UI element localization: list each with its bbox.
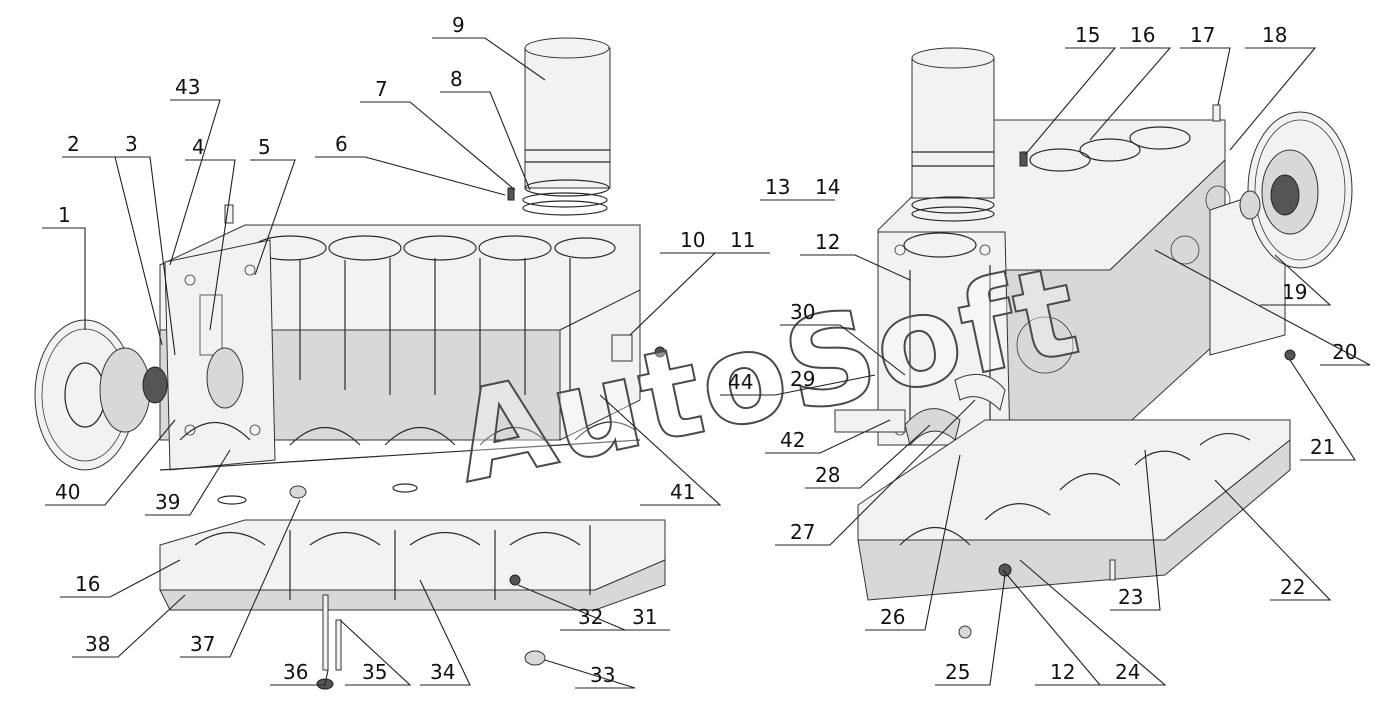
pin-6 — [507, 187, 515, 201]
callout-24: 24 — [1115, 660, 1140, 684]
cylinder-liner-right — [911, 47, 995, 222]
callout-29: 29 — [790, 367, 815, 391]
callout-41: 41 — [670, 480, 695, 504]
callout-40: 40 — [55, 480, 80, 504]
callout-44: 44 — [728, 370, 753, 394]
callout-15: 15 — [1075, 23, 1100, 47]
callout-2: 2 — [67, 132, 80, 156]
callout-18: 18 — [1262, 23, 1287, 47]
callout-10: 10 — [680, 228, 705, 252]
bolt-head-left — [289, 485, 307, 499]
callout-38: 38 — [85, 632, 110, 656]
plug-11 — [654, 346, 666, 358]
callout-34: 34 — [430, 660, 455, 684]
callout-11: 11 — [730, 228, 755, 252]
callout-12-top: 12 — [815, 230, 840, 254]
fitting-bottom-right — [958, 625, 972, 639]
bearing-shells-right — [834, 373, 1006, 447]
callout-39: 39 — [155, 490, 180, 514]
callout-26: 26 — [880, 605, 905, 629]
callout-1: 1 — [58, 203, 71, 227]
right-timing-gear — [1239, 111, 1353, 269]
left-engine-block — [159, 224, 641, 471]
callout-7: 7 — [375, 77, 388, 101]
callout-30: 30 — [790, 300, 815, 324]
right-bedplate — [857, 419, 1291, 601]
cylinder-liner-left — [522, 37, 611, 216]
seal-16-left — [217, 495, 247, 505]
callout-6: 6 — [335, 132, 348, 156]
dowel-17 — [1212, 104, 1221, 122]
callout-27: 27 — [790, 520, 815, 544]
callout-32: 32 — [578, 605, 603, 629]
callout-23: 23 — [1118, 585, 1143, 609]
callout-33: 33 — [590, 663, 615, 687]
seal-top-left — [392, 483, 418, 493]
callout-13: 13 — [765, 175, 790, 199]
callout-14: 14 — [815, 175, 840, 199]
callout-19: 19 — [1282, 280, 1307, 304]
pin-15 — [1019, 151, 1028, 167]
callout-28: 28 — [815, 463, 840, 487]
dowel-left — [224, 204, 234, 224]
callout-labels: 1 2 3 43 4 5 6 7 8 9 10 11 13 14 15 16 1… — [55, 13, 1357, 687]
callout-3: 3 — [125, 132, 138, 156]
callout-22: 22 — [1280, 575, 1305, 599]
plug-10 — [611, 334, 633, 362]
callout-35: 35 — [362, 660, 387, 684]
left-timing-gear — [34, 319, 244, 471]
left-bedplate — [159, 519, 666, 690]
callout-25: 25 — [945, 660, 970, 684]
callout-8: 8 — [450, 67, 463, 91]
plug-21 — [1284, 349, 1296, 361]
callout-17: 17 — [1190, 23, 1215, 47]
callout-20: 20 — [1332, 340, 1357, 364]
callout-16-left: 16 — [75, 572, 100, 596]
callout-leader-lines — [42, 37, 1371, 689]
callout-31: 31 — [632, 605, 657, 629]
callout-5: 5 — [258, 135, 271, 159]
callout-36: 36 — [283, 660, 308, 684]
callout-4: 4 — [192, 135, 205, 159]
callout-9: 9 — [452, 13, 465, 37]
callout-21: 21 — [1310, 435, 1335, 459]
callout-43: 43 — [175, 75, 200, 99]
callout-16-right: 16 — [1130, 23, 1155, 47]
callout-12-bottom: 12 — [1050, 660, 1075, 684]
callout-42: 42 — [780, 428, 805, 452]
callout-37: 37 — [190, 632, 215, 656]
